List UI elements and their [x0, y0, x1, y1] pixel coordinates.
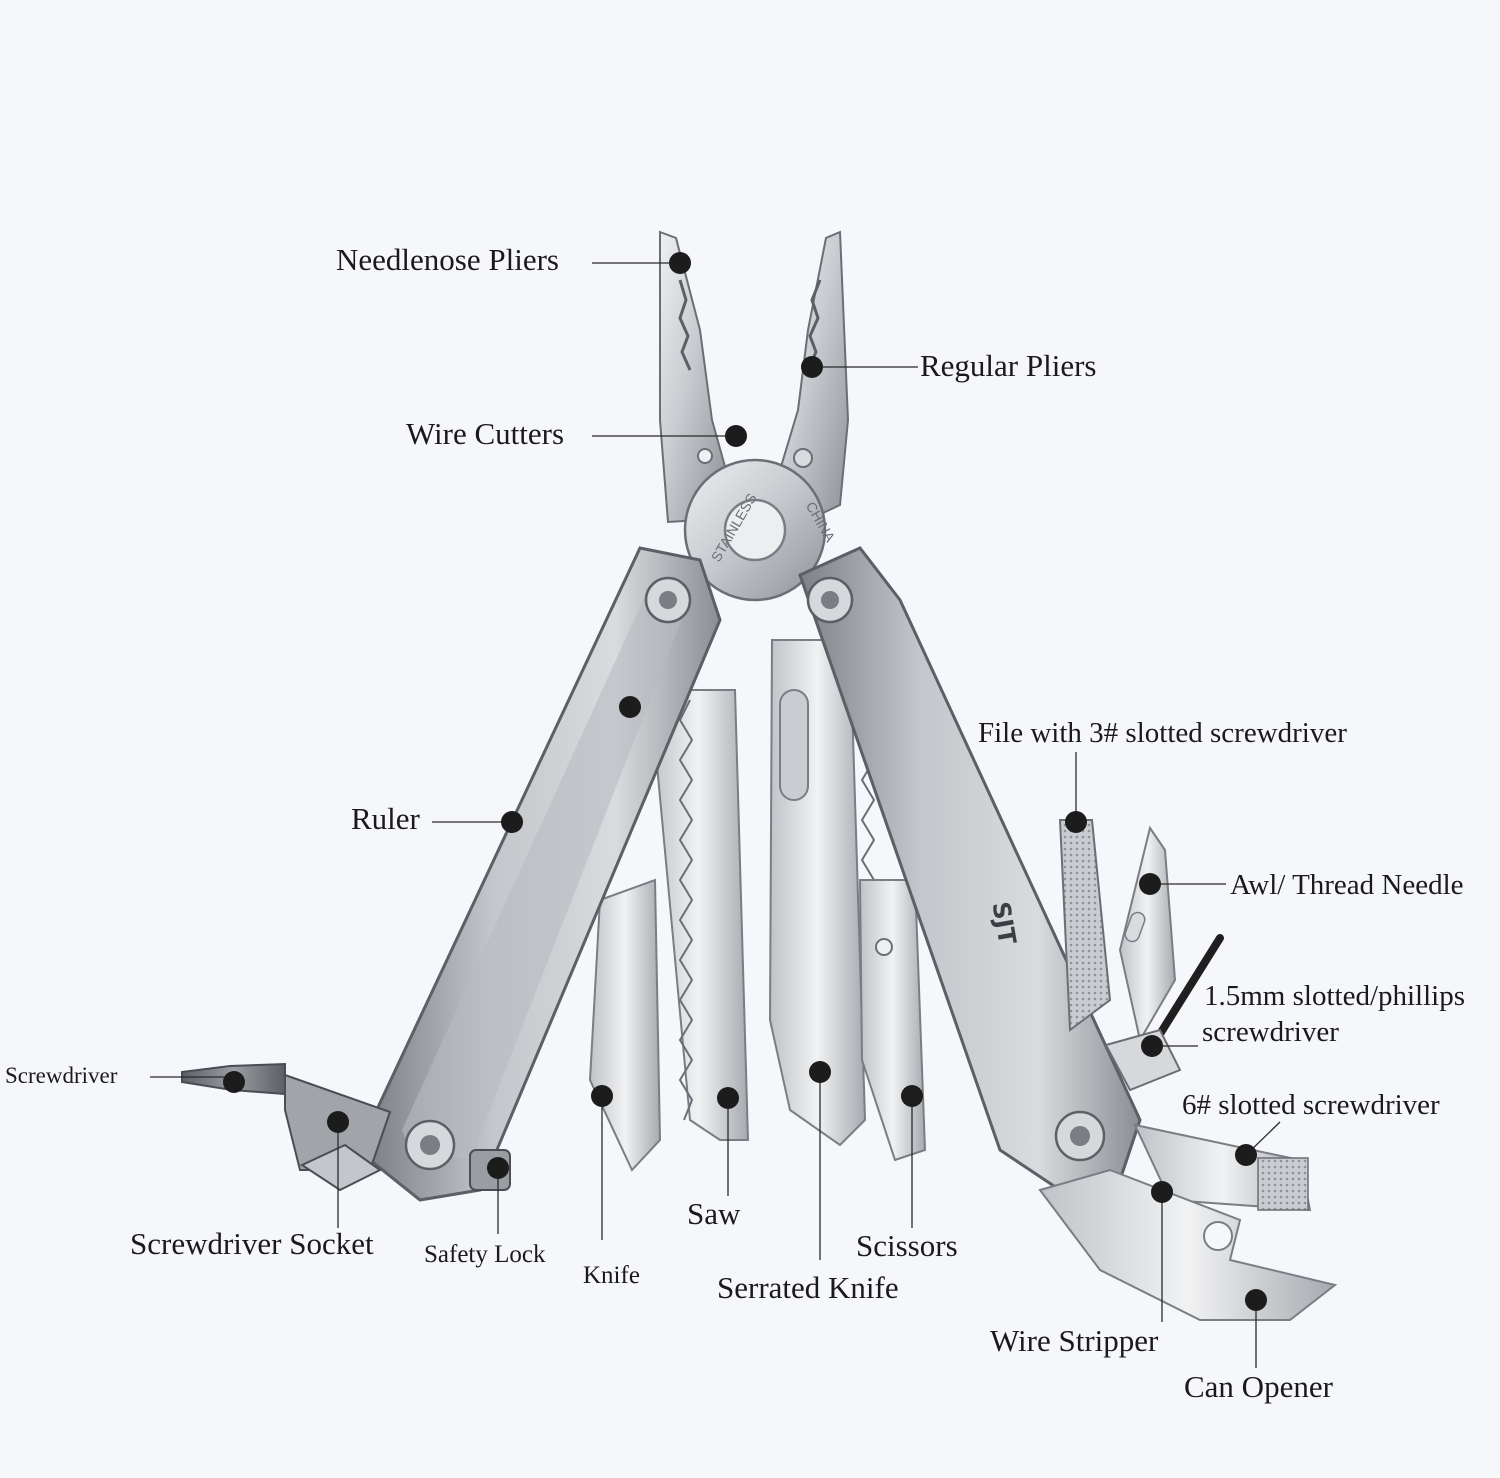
marker-slotted-6	[1235, 1144, 1257, 1166]
marker-scissors	[901, 1085, 923, 1107]
marker-ruler	[501, 811, 523, 833]
label-safety-lock: Safety Lock	[424, 1241, 546, 1268]
marker-safety-upper	[619, 696, 641, 718]
right-handle: SJT	[798, 546, 1142, 1192]
marker-socket	[327, 1111, 349, 1133]
marker-wire-cutters	[725, 425, 747, 447]
marker-wire-stripper	[1151, 1181, 1173, 1203]
label-wire-stripper: Wire Stripper	[990, 1323, 1159, 1358]
marker-serrated-knife	[809, 1061, 831, 1083]
label-screwdriver: Screwdriver	[5, 1063, 118, 1088]
marker-knife	[591, 1085, 613, 1107]
marker-file	[1065, 811, 1087, 833]
label-screwdriver-socket: Screwdriver Socket	[130, 1226, 374, 1261]
marker-awl	[1139, 873, 1161, 895]
marker-safety-lock	[487, 1157, 509, 1179]
label-ruler: Ruler	[351, 801, 420, 836]
marker-dots	[223, 252, 1267, 1311]
label-awl: Awl/ Thread Needle	[1230, 869, 1464, 901]
marker-saw	[717, 1087, 739, 1109]
label-file: File with 3# slotted screwdriver	[978, 717, 1347, 749]
marker-screwdriver	[223, 1071, 245, 1093]
marker-can-opener	[1245, 1289, 1267, 1311]
label-can-opener: Can Opener	[1184, 1369, 1333, 1404]
label-needlenose-pliers: Needlenose Pliers	[336, 242, 559, 277]
label-small-screwdriver-1: 1.5mm slotted/phillips	[1204, 980, 1466, 1012]
leader-lines	[150, 262, 1281, 1368]
marker-regular-pliers	[801, 356, 823, 378]
marker-needlenose	[669, 252, 691, 274]
label-serrated-knife: Serrated Knife	[717, 1270, 899, 1305]
label-regular-pliers: Regular Pliers	[920, 348, 1097, 383]
right-side-tools	[1038, 819, 1338, 1321]
main-pivot: STAINLESS CHINA	[683, 458, 839, 602]
label-knife: Knife	[583, 1262, 640, 1289]
label-wire-cutters: Wire Cutters	[406, 416, 565, 451]
label-saw: Saw	[687, 1196, 741, 1231]
marker-small-driver	[1141, 1035, 1163, 1057]
label-small-screwdriver-2: screwdriver	[1202, 1016, 1339, 1048]
label-scissors: Scissors	[856, 1228, 958, 1263]
label-slotted-6: 6# slotted screwdriver	[1182, 1089, 1440, 1121]
